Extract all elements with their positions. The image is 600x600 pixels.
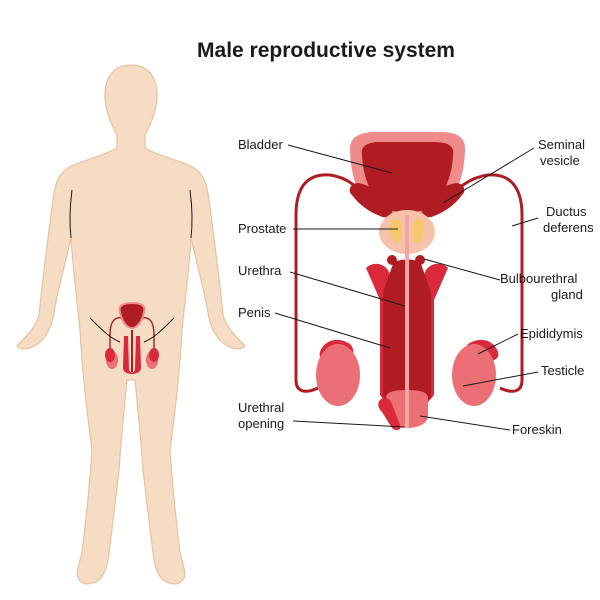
bulbourethral-gland-left: [387, 255, 397, 265]
prostate-gland-right: [412, 218, 424, 244]
foreskin: [378, 397, 401, 431]
groin-line-left: [89, 317, 121, 343]
leader-seminal-vesicle: [442, 147, 535, 204]
right-arm-line: [189, 189, 193, 239]
label-urethral-opening: Urethral opening: [238, 400, 288, 431]
leader-urethral-opening: [292, 420, 405, 428]
label-seminal-vesicle-1: Seminal: [538, 137, 585, 152]
leader-epididymis: [477, 333, 519, 355]
leader-ductus-deferens: [511, 217, 539, 227]
leader-penis: [274, 312, 391, 349]
leader-bulbourethral-gland: [423, 258, 501, 281]
mini-urethra: [131, 330, 133, 372]
diagram-title: Male reproductive system: [197, 39, 455, 62]
label-seminal-vesicle-2: vesicle: [540, 153, 580, 168]
leader-bladder: [287, 144, 393, 174]
label-ductus-deferens: Ductus deferens: [543, 204, 594, 235]
testicle-left: [316, 344, 360, 406]
labels: Bladder Seminal vesicle Prostate Ductus …: [238, 137, 594, 437]
mini-epididymis-left: [105, 348, 115, 362]
label-bulbourethral-gland-1: Bulbourethral: [500, 271, 577, 286]
label-prostate: Prostate: [238, 221, 286, 236]
label-testicle: Testicle: [541, 363, 584, 378]
leader-foreskin: [419, 415, 511, 431]
prostate-gland-left: [390, 218, 402, 244]
label-urethra: Urethra: [238, 263, 282, 278]
bladder: [361, 142, 454, 213]
label-penis: Penis: [238, 305, 271, 320]
reproductive-system-diagram: [294, 132, 524, 431]
mini-penis: [123, 336, 141, 374]
label-urethral-opening-1: Urethral: [238, 400, 284, 415]
leader-testicle: [462, 371, 539, 387]
testicle-right: [452, 344, 496, 406]
left-arm-line: [69, 189, 73, 239]
leader-urethra: [289, 271, 406, 307]
label-bladder: Bladder: [238, 137, 283, 152]
label-bulbourethral-gland: Bulbourethral gland: [500, 271, 583, 302]
seminal-vesicle-left: [349, 183, 393, 218]
label-ductus-deferens-2: deferens: [543, 220, 594, 235]
label-epididymis: Epididymis: [520, 326, 583, 341]
bulbourethral-gland-right: [415, 255, 425, 265]
label-bulbourethral-gland-2: gland: [551, 287, 583, 302]
label-urethral-opening-2: opening: [238, 416, 284, 431]
mini-bladder: [118, 301, 146, 330]
label-foreskin: Foreskin: [512, 422, 562, 437]
label-ductus-deferens-1: Ductus: [546, 204, 587, 219]
groin-line-right: [143, 317, 175, 343]
mini-reproductive-system: [89, 301, 175, 374]
seminal-vesicle-right: [421, 183, 465, 218]
mini-epididymis-right: [149, 348, 159, 362]
label-seminal-vesicle: Seminal vesicle: [538, 137, 589, 168]
